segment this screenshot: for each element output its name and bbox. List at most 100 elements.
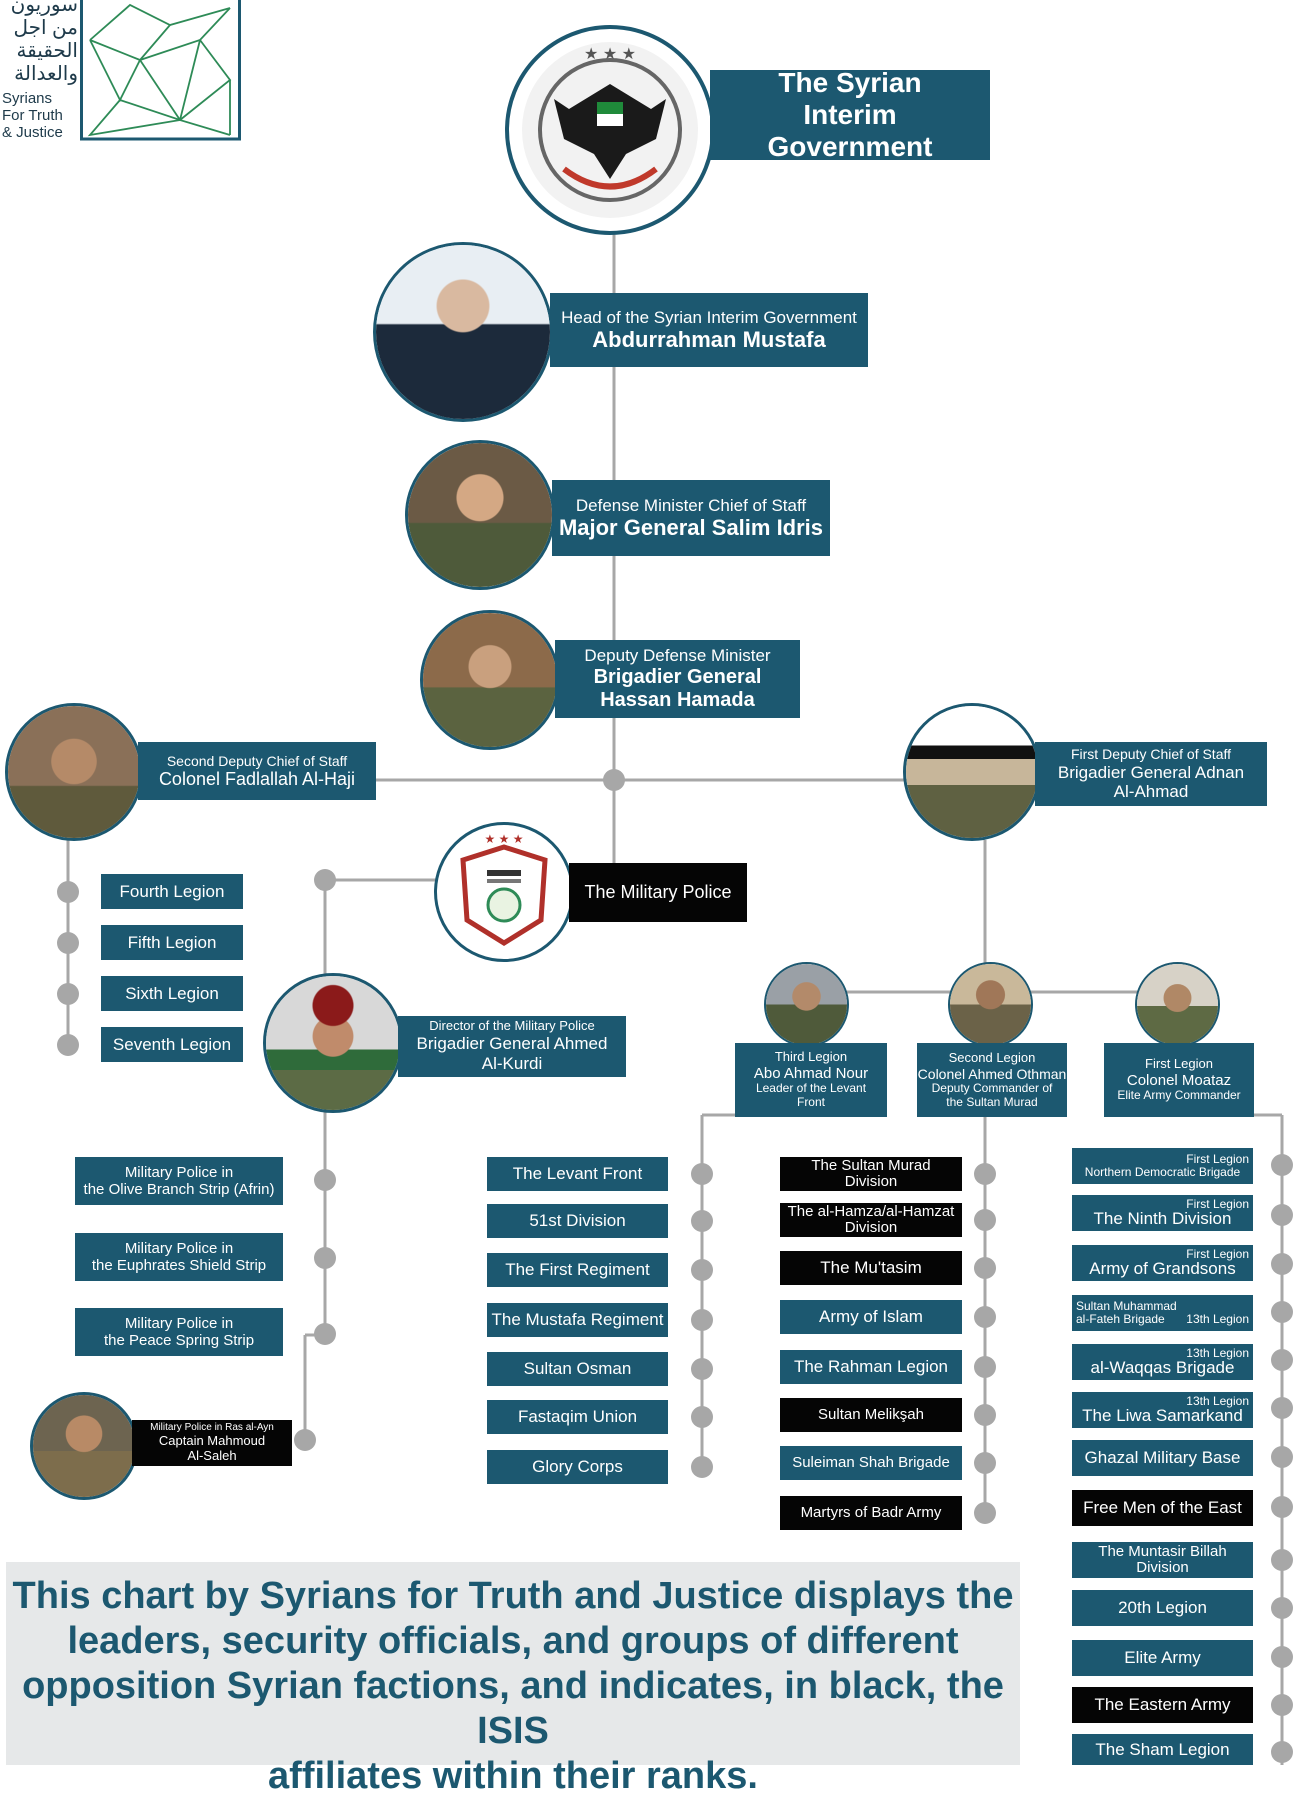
sig-emblem: ★ ★ ★: [505, 25, 715, 235]
caption-text: This chart by Syrians for Truth and Just…: [6, 1574, 1020, 1799]
mp-strip-line: Military Police in: [124, 1163, 234, 1181]
ras-al-ayn-photo: [30, 1392, 138, 1500]
group-northern-democratic: First Legion Northern Democratic Brigade: [1072, 1148, 1253, 1184]
group-line: Martyrs of Badr Army: [800, 1504, 942, 1522]
caption-line: opposition Syrian factions, and indicate…: [22, 1665, 1004, 1752]
deputy-name-line: Brigadier General: [593, 665, 762, 688]
third-legion-photo: [764, 962, 849, 1047]
second-deputy-photo: [5, 703, 143, 841]
group-line: Sultan Muhammad: [1076, 1299, 1177, 1314]
legion-fifth: Fifth Legion: [101, 925, 243, 960]
group-line: The Mu'tasim: [820, 1258, 922, 1278]
group-free-men-east: Free Men of the East: [1072, 1490, 1253, 1526]
mp-director-role: Director of the Military Police: [429, 1018, 595, 1034]
logo-english-line: Syrians: [2, 90, 53, 107]
defense-label: Defense Minister Chief of Staff Major Ge…: [552, 480, 830, 556]
first-legion-label: First Legion Colonel Moataz Elite Army C…: [1104, 1043, 1254, 1117]
logo-english: Syrians For Truth & Justice: [2, 90, 80, 141]
third-legion-name: Abo Ahmad Nour: [753, 1065, 869, 1083]
shield-icon: ★ ★ ★: [460, 832, 548, 946]
head-photo: [373, 242, 553, 422]
group-line: Army of Grandsons: [1089, 1259, 1236, 1279]
military-police-label: The Military Police: [569, 863, 747, 922]
logo-english-line: For Truth: [2, 107, 63, 124]
military-police-name: The Military Police: [584, 882, 732, 903]
second-legion-name: Colonel Ahmed Othman: [917, 1065, 1067, 1082]
group-ninth-division: First Legion The Ninth Division: [1072, 1195, 1253, 1231]
mp-strip-euphrates: Military Police in the Euphrates Shield …: [75, 1233, 283, 1281]
group-line: Suleiman Shah Brigade: [792, 1454, 950, 1472]
group-line: Ghazal Military Base: [1084, 1448, 1241, 1468]
group-rahman-legion: The Rahman Legion: [780, 1350, 962, 1384]
group-line: Northern Democratic Brigade: [1084, 1165, 1241, 1179]
group-sham-legion: The Sham Legion: [1072, 1734, 1253, 1765]
caption-line: This chart by Syrians for Truth and Just…: [12, 1575, 1014, 1617]
group-line: The Sultan Murad: [811, 1157, 931, 1175]
third-legion-desc: Front: [796, 1095, 825, 1110]
group-tag: First Legion: [1186, 1196, 1249, 1211]
group-army-of-grandsons: First Legion Army of Grandsons: [1072, 1245, 1253, 1281]
group-tag: First Legion: [1186, 1152, 1249, 1167]
group-line: The Sham Legion: [1095, 1739, 1230, 1759]
group-muntasir-billah: The Muntasir Billah Division: [1072, 1542, 1253, 1578]
eagle-emblem-icon: ★ ★ ★: [522, 42, 698, 218]
group-glory-corps: Glory Corps: [487, 1450, 668, 1484]
third-legion-desc: Leader of the Levant: [755, 1081, 867, 1096]
ras-al-ayn-role: Military Police in Ras al-Ayn: [150, 1422, 274, 1434]
group-martyrs-of-badr: Martyrs of Badr Army: [780, 1496, 962, 1530]
mp-strip-line: the Olive Branch Strip (Afrin): [83, 1181, 275, 1198]
defense-role: Defense Minister Chief of Staff: [575, 495, 807, 515]
first-legion-photo: [1135, 962, 1220, 1047]
group-liwa-samarkand: 13th Legion The Liwa Samarkand: [1072, 1392, 1253, 1428]
legion-fourth: Fourth Legion: [101, 874, 243, 909]
defense-name: Major General Salim Idris: [558, 515, 824, 541]
group-al-hamza: The al-Hamza/al-Hamzat Division: [780, 1203, 962, 1237]
group-line: The al-Hamza/al-Hamzat: [787, 1203, 955, 1221]
svg-text:★ ★ ★: ★ ★ ★: [485, 832, 524, 846]
group-line: The Ninth Division: [1093, 1209, 1232, 1229]
legion-seventh: Seventh Legion: [101, 1027, 243, 1062]
group-line: Free Men of the East: [1083, 1498, 1242, 1518]
logo-arabic-line: سوريون: [10, 0, 78, 16]
mp-director-name-line: Al-Kurdi: [481, 1053, 543, 1073]
logo-arabic-line: من اجل: [13, 17, 78, 39]
first-legion-name: Colonel Moataz: [1126, 1071, 1232, 1089]
group-line: Sultan Melikşah: [818, 1406, 924, 1424]
second-legion-legion: Second Legion: [948, 1049, 1036, 1065]
logo-arabic-line: الحقيقة: [16, 40, 78, 62]
second-legion-desc: the Sultan Murad: [946, 1094, 1038, 1109]
mp-director-photo: [263, 973, 403, 1113]
ras-al-ayn-name-line: Al-Saleh: [187, 1447, 237, 1463]
group-first-regiment: The First Regiment: [487, 1253, 668, 1287]
head-name: Abdurrahman Mustafa: [592, 327, 826, 353]
first-deputy-label: First Deputy Chief of Staff Brigadier Ge…: [1035, 742, 1267, 806]
first-deputy-photo: [903, 703, 1041, 841]
second-legion-label: Second Legion Colonel Ahmed Othman Deput…: [917, 1043, 1067, 1117]
mp-strip-line: the Euphrates Shield Strip: [91, 1257, 267, 1274]
military-police-emblem: ★ ★ ★: [434, 822, 574, 962]
mp-strip-peace-spring: Military Police in the Peace Spring Stri…: [75, 1308, 283, 1356]
deputy-photo: [420, 610, 560, 750]
first-legion-legion: First Legion: [1145, 1056, 1213, 1071]
group-tag: 13th Legion: [1186, 1345, 1249, 1360]
group-line: Division: [1136, 1559, 1189, 1576]
group-tag: 13th Legion: [1186, 1393, 1249, 1408]
group-51st-division: 51st Division: [487, 1204, 668, 1238]
ras-al-ayn-name-line: Captain Mahmoud: [158, 1432, 266, 1448]
group-line: al-Fateh Brigade: [1076, 1312, 1165, 1326]
group-tag: 13th Legion: [1186, 1312, 1249, 1326]
group-eastern-army: The Eastern Army: [1072, 1687, 1253, 1723]
svg-text:★ ★ ★: ★ ★ ★: [584, 46, 636, 63]
group-tag: First Legion: [1186, 1246, 1249, 1261]
group-sultan-murad: The Sultan Murad Division: [780, 1157, 962, 1191]
group-line: The Liwa Samarkand: [1082, 1406, 1243, 1426]
group-sultan-muhammad-al-fateh: Sultan Muhammad al-Fateh Brigade 13th Le…: [1072, 1295, 1253, 1331]
stj-logo: سوريون من اجل الحقيقة والعدالة Syrians F…: [0, 0, 245, 145]
first-deputy-role: First Deputy Chief of Staff: [1070, 746, 1232, 763]
group-mustafa-regiment: The Mustafa Regiment: [487, 1303, 668, 1337]
sig-title-line: Government: [767, 131, 933, 163]
group-suleiman-shah: Suleiman Shah Brigade: [780, 1446, 962, 1480]
first-deputy-name-line: Al-Ahmad: [1113, 782, 1189, 802]
